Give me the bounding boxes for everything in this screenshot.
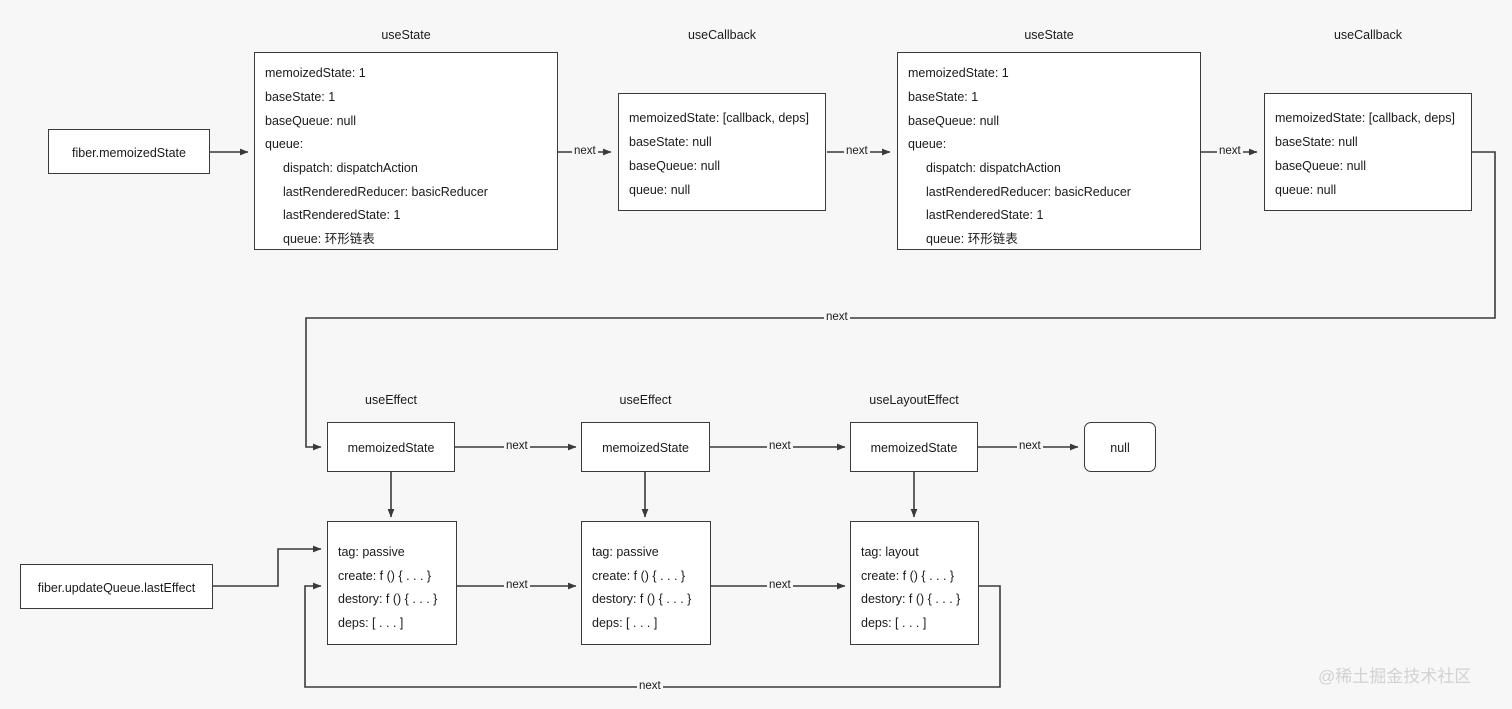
hook-node-usecallback-1[interactable]: memoizedState: [callback, deps] baseStat… xyxy=(618,93,826,211)
edge-label-next: next xyxy=(504,440,530,453)
hook-node-useeffect-1[interactable]: memoizedState xyxy=(327,422,455,472)
hook-row: baseQueue: null xyxy=(265,114,357,128)
effect-object-row: destory: f () { . . . } xyxy=(592,592,692,606)
hook-row: lastRenderedState: 1 xyxy=(283,208,401,222)
hook-node-label: memoizedState xyxy=(347,441,435,455)
hook-row: memoizedState: [callback, deps] xyxy=(1275,111,1455,125)
hook-node-effect-null[interactable]: null xyxy=(1084,422,1156,472)
edge-label-next: next xyxy=(844,145,870,158)
effect-object-node-3[interactable]: tag: layout create: f () { . . . } desto… xyxy=(850,521,979,645)
hook-title-useeffect-2: useEffect xyxy=(619,393,672,407)
effect-object-row: tag: passive xyxy=(338,545,405,559)
edge-label-next: next xyxy=(767,440,793,453)
hook-row: memoizedState: 1 xyxy=(265,66,366,80)
entry-node-label: fiber.updateQueue.lastEffect xyxy=(37,581,196,595)
hook-row: lastRenderedReducer: basicReducer xyxy=(283,185,488,199)
hook-row: baseState: 1 xyxy=(908,90,979,104)
hook-row: dispatch: dispatchAction xyxy=(926,161,1061,175)
hook-row: queue: 环形链表 xyxy=(926,232,1018,246)
hook-row: baseQueue: null xyxy=(1275,159,1367,173)
hook-row: memoizedState: [callback, deps] xyxy=(629,111,809,125)
hook-title-usestate-2: useState xyxy=(1024,28,1074,42)
hook-node-label: null xyxy=(1110,441,1130,455)
effect-object-row: deps: [ . . . ] xyxy=(338,616,404,630)
effect-object-row: tag: passive xyxy=(592,545,659,559)
hook-row: baseQueue: null xyxy=(908,114,1000,128)
hook-row: dispatch: dispatchAction xyxy=(283,161,418,175)
edge-label-next: next xyxy=(767,579,793,592)
edge-label-next: next xyxy=(504,579,530,592)
entry-node-fiber-update-queue-last-effect[interactable]: fiber.updateQueue.lastEffect xyxy=(20,564,213,609)
hook-node-usecallback-2[interactable]: memoizedState: [callback, deps] baseStat… xyxy=(1264,93,1472,211)
effect-object-row: tag: layout xyxy=(861,545,919,559)
hook-row: queue: null xyxy=(629,183,691,197)
hook-row: baseState: 1 xyxy=(265,90,336,104)
hook-row: baseState: null xyxy=(1275,135,1358,149)
edge-label-next: next xyxy=(1017,440,1043,453)
hook-row: queue: null xyxy=(1275,183,1337,197)
effect-object-row: deps: [ . . . ] xyxy=(861,616,927,630)
effect-object-row: destory: f () { . . . } xyxy=(861,592,961,606)
hook-title-usecallback-2: useCallback xyxy=(1333,28,1403,42)
entry-node-fiber-memoized-state[interactable]: fiber.memoizedState xyxy=(48,129,210,174)
effect-object-node-2[interactable]: tag: passive create: f () { . . . } dest… xyxy=(581,521,711,645)
hook-row: lastRenderedReducer: basicReducer xyxy=(926,185,1131,199)
hook-row: lastRenderedState: 1 xyxy=(926,208,1044,222)
edge-lasteffect-to-object1 xyxy=(213,545,322,587)
hook-title-useeffect-1: useEffect xyxy=(365,393,417,407)
effect-object-row: create: f () { . . . } xyxy=(338,569,432,583)
edge-label-next: next xyxy=(1217,145,1243,158)
hook-title-usecallback-1: useCallback xyxy=(687,28,757,42)
edge-label-next: next xyxy=(637,680,663,693)
hook-row: queue: xyxy=(908,137,947,151)
hook-row: baseQueue: null xyxy=(629,159,721,173)
entry-node-label: fiber.memoizedState xyxy=(72,146,186,160)
hook-node-usestate-1[interactable]: memoizedState: 1 baseState: 1 baseQueue:… xyxy=(254,52,558,250)
watermark: @稀土掘金技术社区 xyxy=(1318,667,1472,686)
hook-node-label: memoizedState xyxy=(870,441,958,455)
effect-object-row: create: f () { . . . } xyxy=(861,569,955,583)
hook-node-usestate-2[interactable]: memoizedState: 1 baseState: 1 baseQueue:… xyxy=(897,52,1201,250)
hook-node-uselayouteffect-1[interactable]: memoizedState xyxy=(850,422,978,472)
effect-object-row: create: f () { . . . } xyxy=(592,569,686,583)
hook-title-usestate-1: useState xyxy=(381,28,431,42)
hook-node-useeffect-2[interactable]: memoizedState xyxy=(581,422,710,472)
hook-node-label: memoizedState xyxy=(602,441,689,455)
hook-row: memoizedState: 1 xyxy=(908,66,1009,80)
effect-object-node-1[interactable]: tag: passive create: f () { . . . } dest… xyxy=(327,521,457,645)
edge-label-next: next xyxy=(824,311,850,324)
hook-title-uselayouteffect-1: useLayoutEffect xyxy=(869,393,959,407)
edge-label-next: next xyxy=(572,145,598,158)
effect-object-row: deps: [ . . . ] xyxy=(592,616,658,630)
hook-row: baseState: null xyxy=(629,135,712,149)
effect-object-row: destory: f () { . . . } xyxy=(338,592,438,606)
hook-row: queue: 环形链表 xyxy=(283,232,375,246)
hook-row: queue: xyxy=(265,137,304,151)
